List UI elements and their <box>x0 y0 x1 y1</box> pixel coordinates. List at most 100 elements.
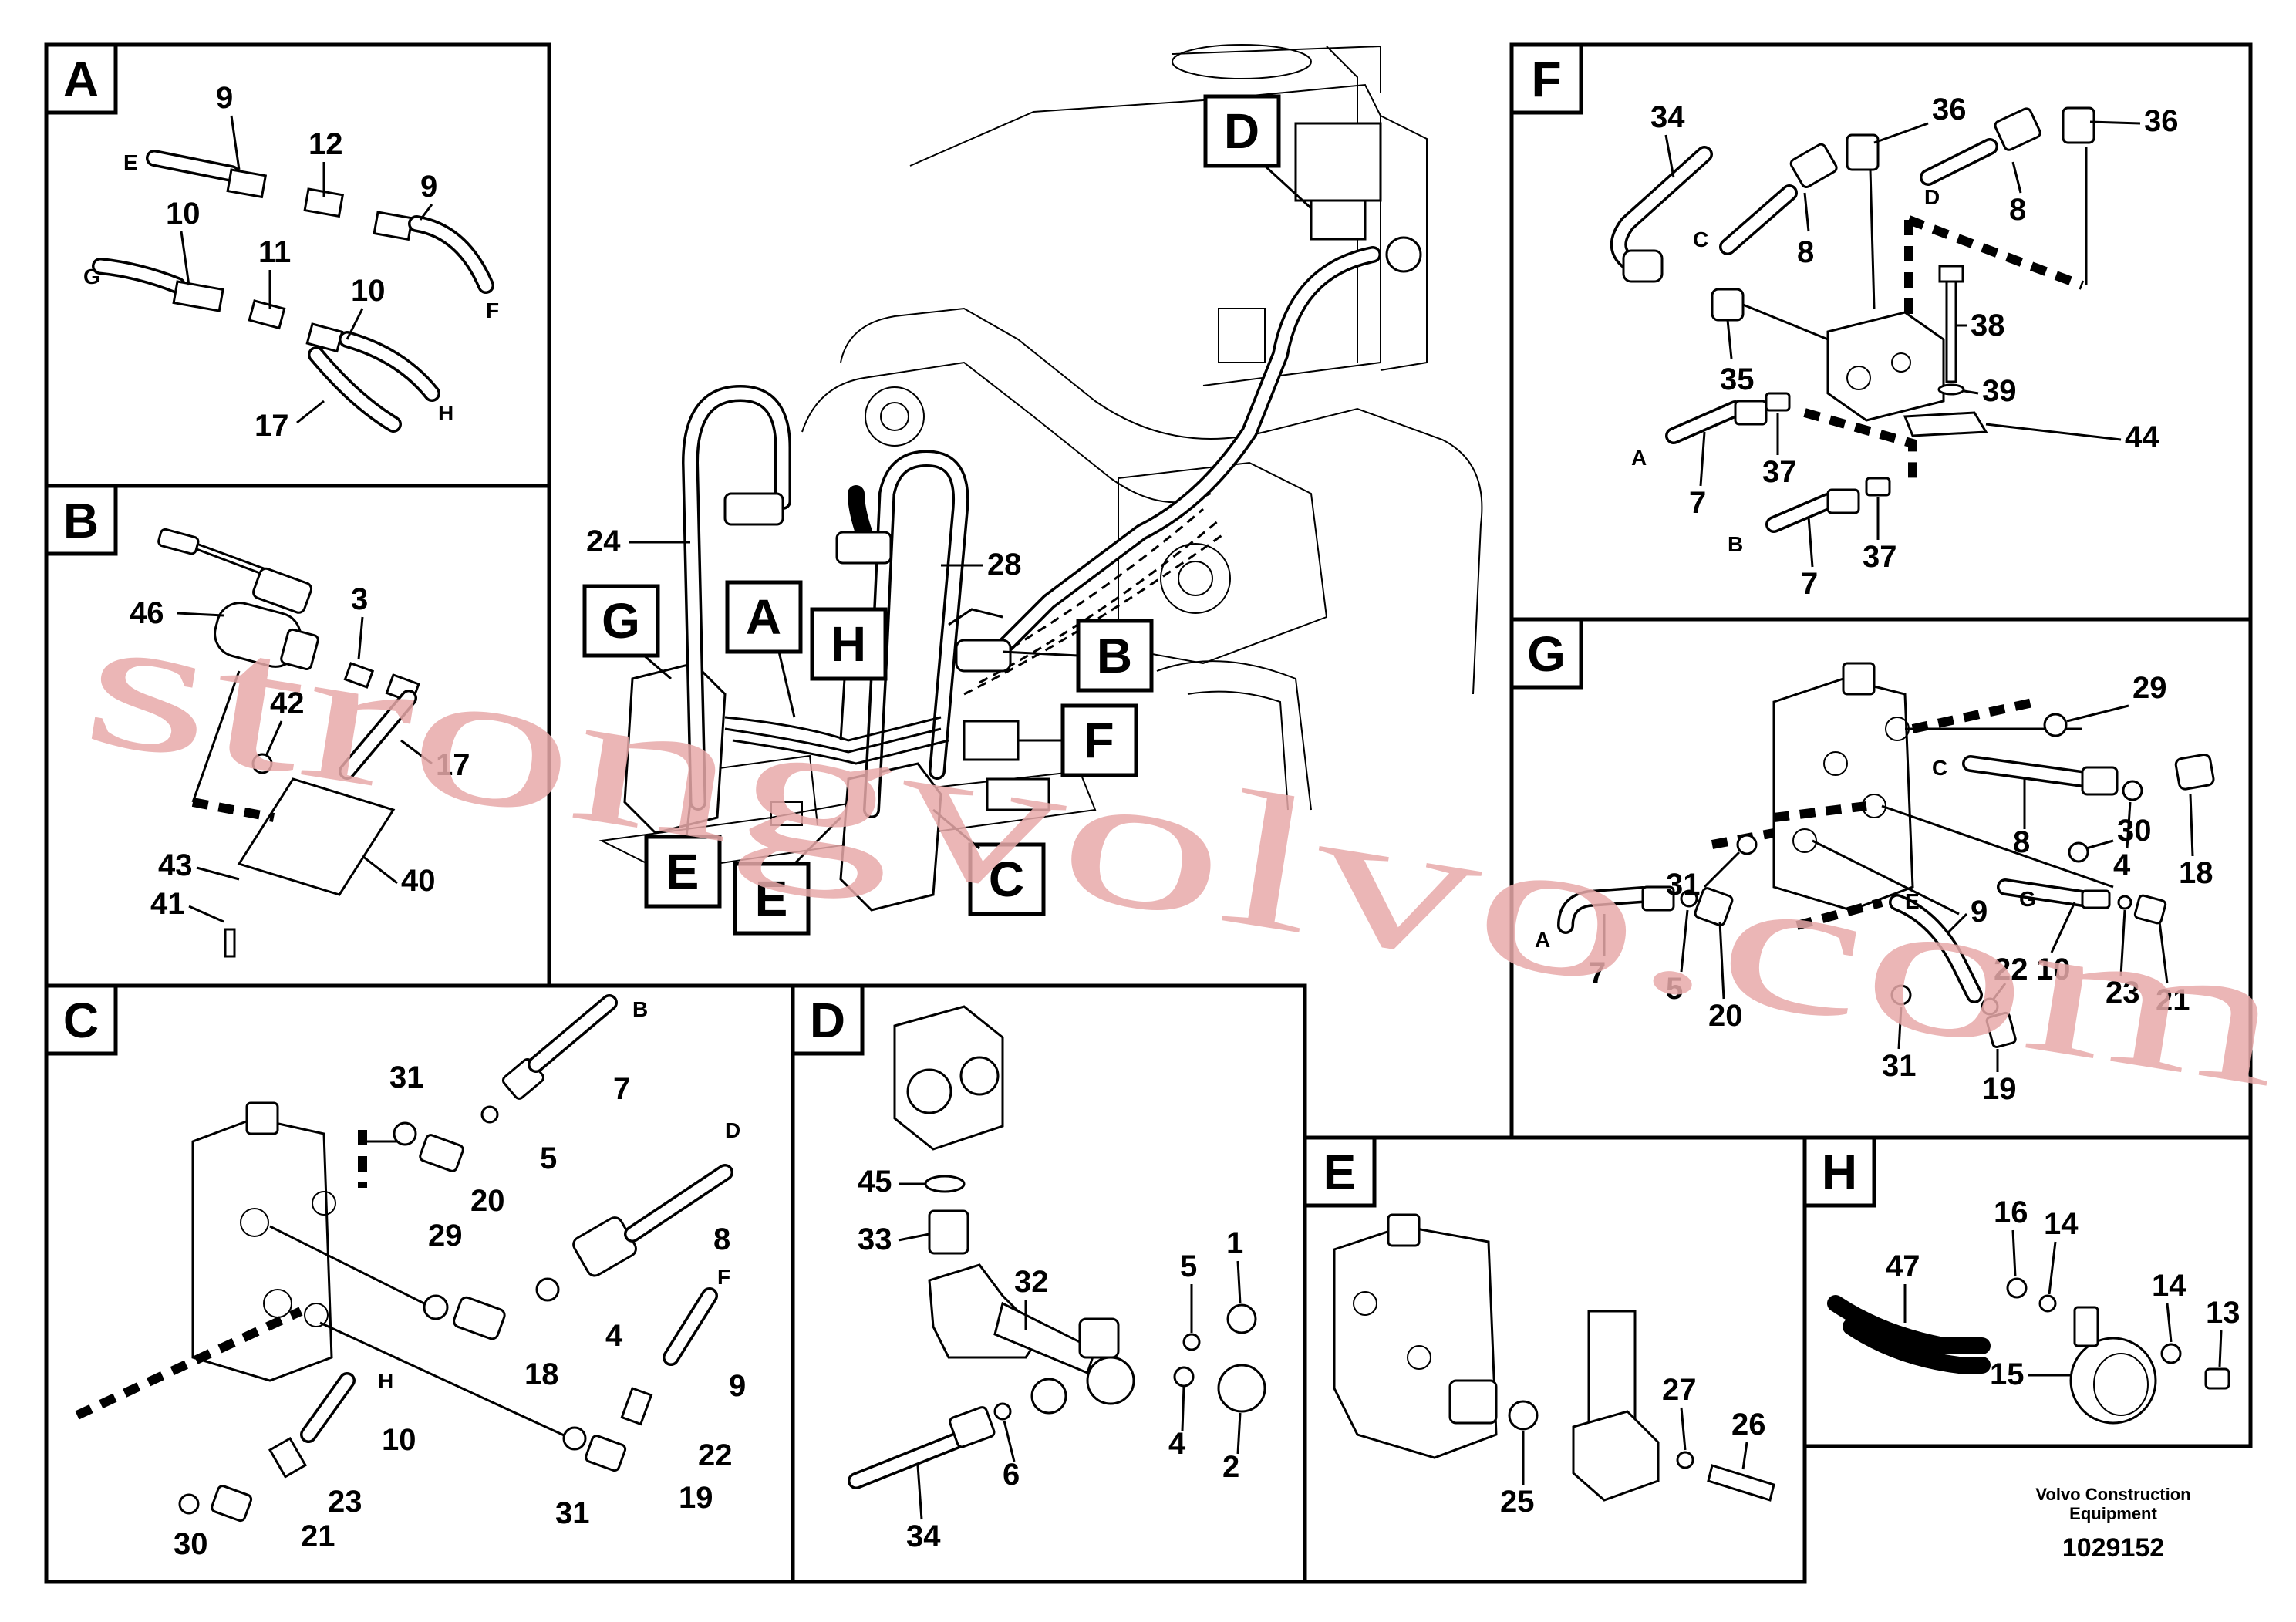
part-number-label: 32 <box>1014 1265 1049 1299</box>
port-letter-label: A <box>1631 446 1647 470</box>
part-number-label: 23 <box>328 1485 362 1519</box>
part-number-label: 17 <box>255 409 289 443</box>
part-number-label: 22 <box>1994 953 2028 986</box>
part-number-label: 46 <box>130 596 164 630</box>
part-number-label: 3 <box>351 582 368 616</box>
panel-label: D <box>810 993 845 1048</box>
port-letter-label: F <box>717 1265 730 1289</box>
panel-H: H 16 14 47 14 13 15 <box>1802 1135 2253 1448</box>
part-number-label: 43 <box>158 848 193 882</box>
part-number-label: 31 <box>1666 868 1701 902</box>
overview-callout-H: H <box>810 607 888 741</box>
overview-callout-C: C <box>932 808 1046 916</box>
part-number-label: 24 <box>586 524 621 558</box>
part-number-label: 1 <box>1226 1226 1243 1260</box>
part-number-label: 4 <box>2113 848 2131 882</box>
part-number-label: 8 <box>2013 825 2030 859</box>
part-number-label: 37 <box>1762 455 1797 489</box>
part-number-label: 13 <box>2206 1296 2240 1330</box>
part-number-label: 42 <box>270 686 305 720</box>
overview-callout-D: D <box>1203 94 1313 210</box>
part-number-label: 29 <box>428 1219 463 1253</box>
part-number-label: 4 <box>605 1319 623 1353</box>
part-number-label: 47 <box>1886 1249 1920 1283</box>
panel-F: F <box>1509 42 2253 622</box>
part-number-label: 14 <box>2044 1207 2079 1241</box>
part-number-label: 4 <box>1168 1427 1186 1461</box>
port-letter-label: E <box>123 150 138 174</box>
port-letter-label: H <box>438 401 453 425</box>
port-letter-label: C <box>1693 228 1708 251</box>
part-number-label: 7 <box>1589 956 1606 990</box>
port-letter-label: F <box>486 298 499 322</box>
part-number-label: 35 <box>1720 363 1755 396</box>
overview-part-numbers: 24 28 <box>586 524 1022 582</box>
part-number-label: 20 <box>1708 999 1743 1033</box>
part-number-label: 16 <box>1994 1195 2028 1229</box>
part-number-label: 5 <box>1666 972 1683 1006</box>
overview-machine-illustration <box>598 44 1483 912</box>
company-name-line1: Volvo Construction <box>2035 1485 2190 1504</box>
part-number-label: 7 <box>613 1072 630 1106</box>
part-number-label: 39 <box>1982 374 2017 408</box>
part-number-label: B <box>1097 628 1132 683</box>
part-number-label: 34 <box>906 1519 941 1553</box>
panel-label: H <box>1822 1145 1857 1200</box>
part-number-label: 26 <box>1731 1408 1766 1442</box>
part-number-label: 18 <box>2179 856 2213 890</box>
overview-callout-E-left: E <box>644 801 722 909</box>
port-letter-label: D <box>1924 185 1940 209</box>
part-number-label: 9 <box>729 1369 746 1403</box>
part-number-label: 9 <box>1971 895 1988 929</box>
part-number-label: 15 <box>1990 1357 2025 1391</box>
port-letter-label: G <box>83 265 100 288</box>
part-number-label: 45 <box>858 1165 892 1199</box>
part-number-label: F <box>1084 713 1114 768</box>
part-number-label: 18 <box>524 1357 559 1391</box>
port-letter-label: C <box>1932 756 1947 780</box>
part-number-label: H <box>831 616 866 672</box>
panel-C: C 31 7 5 <box>44 983 795 1584</box>
part-number-label: 19 <box>1982 1072 2017 1106</box>
part-number-label: 5 <box>1180 1249 1197 1283</box>
panel-G: G <box>1509 617 2253 1140</box>
overview-callout-B: B <box>1002 619 1154 693</box>
part-number-label: 21 <box>301 1519 335 1553</box>
port-letter-label: E <box>1905 889 1920 913</box>
part-number-label: 21 <box>2156 983 2190 1017</box>
part-number-label: 8 <box>1797 235 1814 269</box>
panel-D: D 45 33 32 5 1 4 2 6 34 <box>791 983 1307 1584</box>
port-letter-label: H <box>378 1369 393 1393</box>
part-number-label: 40 <box>401 864 436 898</box>
part-number-label: 9 <box>420 170 437 204</box>
panel-label: A <box>63 52 99 107</box>
part-number-label: 5 <box>540 1141 557 1175</box>
panel-label: G <box>1527 626 1566 682</box>
part-number-label: 17 <box>436 748 470 782</box>
part-number-label: 19 <box>679 1481 713 1515</box>
part-number-label: 34 <box>1650 100 1685 134</box>
part-number-label: 44 <box>2125 420 2159 454</box>
part-number-label: 29 <box>2132 671 2167 705</box>
part-number-label: 10 <box>351 274 386 308</box>
part-number-label: 41 <box>150 887 185 921</box>
company-name-line2: Equipment <box>2069 1504 2157 1523</box>
part-number-label: G <box>602 593 640 649</box>
part-number-label: 11 <box>258 235 291 269</box>
port-letter-label: G <box>2019 887 2036 911</box>
part-number-label: 14 <box>2152 1269 2186 1303</box>
part-number-label: A <box>746 589 781 645</box>
port-letter-label: D <box>725 1118 740 1142</box>
part-number-label: 8 <box>2009 193 2026 227</box>
footer-block: Volvo Construction Equipment 1029152 <box>2035 1485 2190 1563</box>
drawing-number: 1029152 <box>2062 1533 2164 1563</box>
part-number-label: D <box>1224 103 1259 159</box>
part-number-label: 31 <box>1882 1049 1917 1083</box>
part-number-label: 36 <box>1932 93 1967 126</box>
part-number-label: 31 <box>555 1496 590 1530</box>
part-number-label: 10 <box>2036 953 2071 986</box>
part-number-label: 33 <box>858 1222 892 1256</box>
overview-callout-G: G <box>582 584 672 680</box>
part-number-label: 27 <box>1662 1373 1697 1407</box>
